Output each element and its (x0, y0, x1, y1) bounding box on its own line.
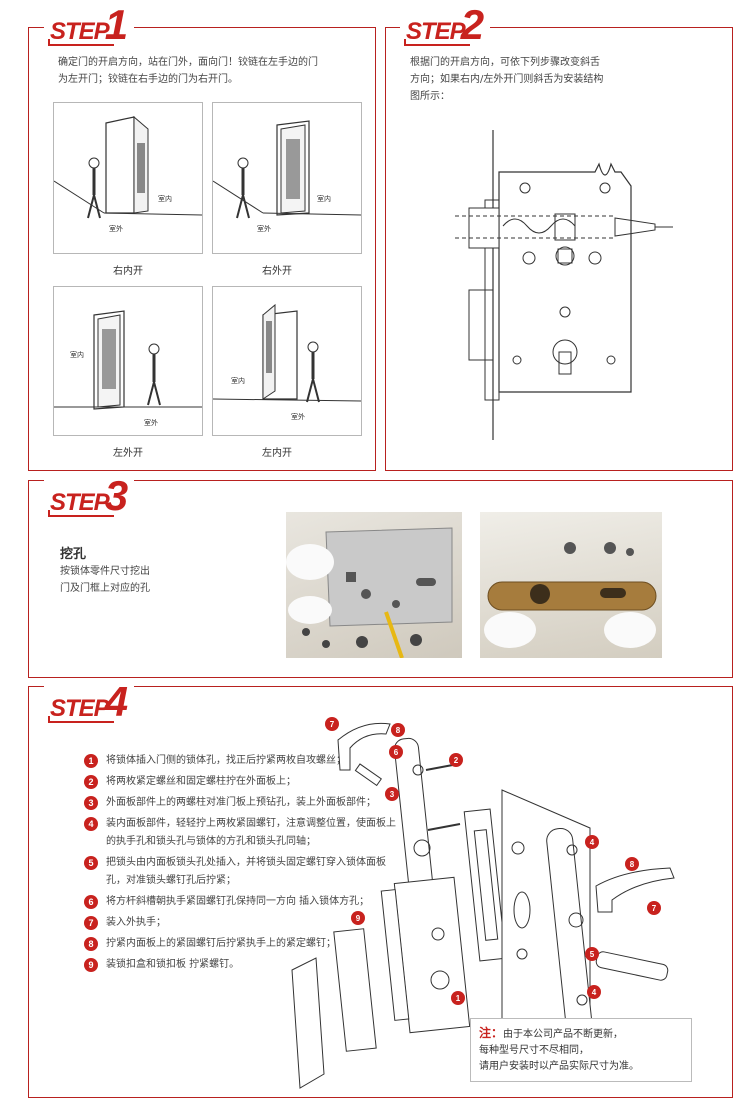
door-left-in-illustration: 室内 室外 (212, 303, 362, 421)
door-diagram-left-in: 室内 室外 (212, 286, 362, 436)
door-diagram-left-out: 室内 室外 (53, 286, 203, 436)
latch-reversal-diagram (455, 130, 673, 440)
svg-text:1: 1 (456, 994, 461, 1003)
svg-text:5: 5 (590, 950, 595, 959)
svg-text:室内: 室内 (158, 194, 172, 203)
door-right-in-illustration: 室内 室外 (53, 115, 203, 233)
caption-right-in: 右内开 (113, 266, 143, 277)
svg-text:室外: 室外 (109, 224, 123, 233)
svg-text:4: 4 (592, 988, 597, 997)
svg-text:4: 4 (590, 838, 595, 847)
svg-text:室外: 室外 (144, 418, 158, 427)
lock-exploded-assembly-diagram: 7 8 6 2 3 9 4 8 7 5 4 1 (291, 717, 675, 1089)
caption-right-out: 右外开 (262, 266, 292, 277)
photo-lock-body-measure (480, 512, 662, 658)
svg-text:7: 7 (652, 904, 657, 913)
step1-text: 确定门的开启方向，站在门外，面向门！铰链在左手边的门 为左开门；铰链在右手边的门… (58, 57, 318, 85)
door-left-out-illustration: 室内 室外 (54, 310, 202, 427)
svg-text:室内: 室内 (317, 194, 331, 203)
step3-heading: 挖孔 (60, 547, 87, 562)
svg-text:8: 8 (630, 860, 635, 869)
svg-text:室外: 室外 (291, 412, 305, 421)
svg-text:室内: 室内 (70, 350, 84, 359)
svg-text:3: 3 (390, 790, 395, 799)
svg-text:6: 6 (394, 748, 399, 757)
svg-text:室内: 室内 (231, 376, 245, 385)
svg-text:9: 9 (356, 914, 361, 923)
svg-text:7: 7 (330, 720, 335, 729)
door-right-out-illustration: 室内 室外 (212, 120, 362, 233)
note-box: 注：由于本公司产品不断更新， 每种型号尺寸不尽相同， 请用户安装时以产品实际尺寸… (470, 1018, 692, 1082)
caption-left-out: 左外开 (113, 448, 143, 459)
caption-left-in: 左内开 (262, 448, 292, 459)
door-diagram-right-out: 室内 室外 (212, 102, 362, 254)
step3-text: 按锁体零件尺寸挖出 门及门框上对应的孔 (60, 566, 150, 594)
svg-text:8: 8 (396, 726, 401, 735)
step2-text: 根据门的开启方向，可依下列步骤改变斜舌 方向；如果右内/左外开门则斜舌为安装结构… (410, 57, 604, 102)
svg-text:室外: 室外 (257, 224, 271, 233)
photo-marking-template (286, 512, 462, 658)
svg-text:2: 2 (454, 756, 459, 765)
door-diagram-right-in: 室内 室外 (53, 102, 203, 254)
